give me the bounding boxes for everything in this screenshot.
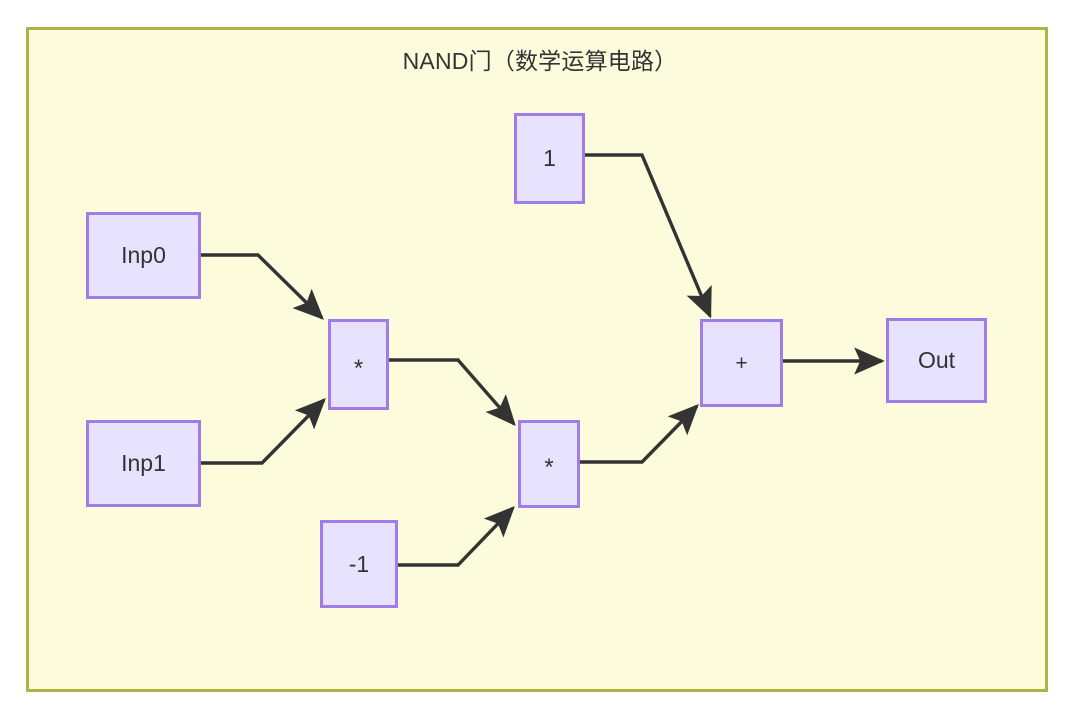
node-label: Inp1 [121, 450, 166, 476]
node-label: Out [917, 347, 956, 373]
node-inp0[interactable]: Inp0 [86, 212, 201, 299]
node-add[interactable]: + [700, 319, 783, 407]
node-out[interactable]: Out [886, 318, 987, 403]
diagram-title: NAND门（数学运算电路） [402, 48, 678, 74]
node-inp1[interactable]: Inp1 [86, 420, 201, 507]
node-label: + [735, 351, 748, 375]
node-label: 1 [543, 145, 556, 171]
node-const_neg_one[interactable]: -1 [320, 520, 398, 608]
node-const_one[interactable]: 1 [514, 113, 585, 204]
node-mul1[interactable]: * [328, 319, 389, 410]
node-label: * [544, 454, 554, 481]
node-mul2[interactable]: * [518, 420, 580, 508]
node-label: -1 [348, 550, 370, 577]
node-label: * [353, 354, 364, 382]
node-label: Inp0 [121, 242, 166, 268]
